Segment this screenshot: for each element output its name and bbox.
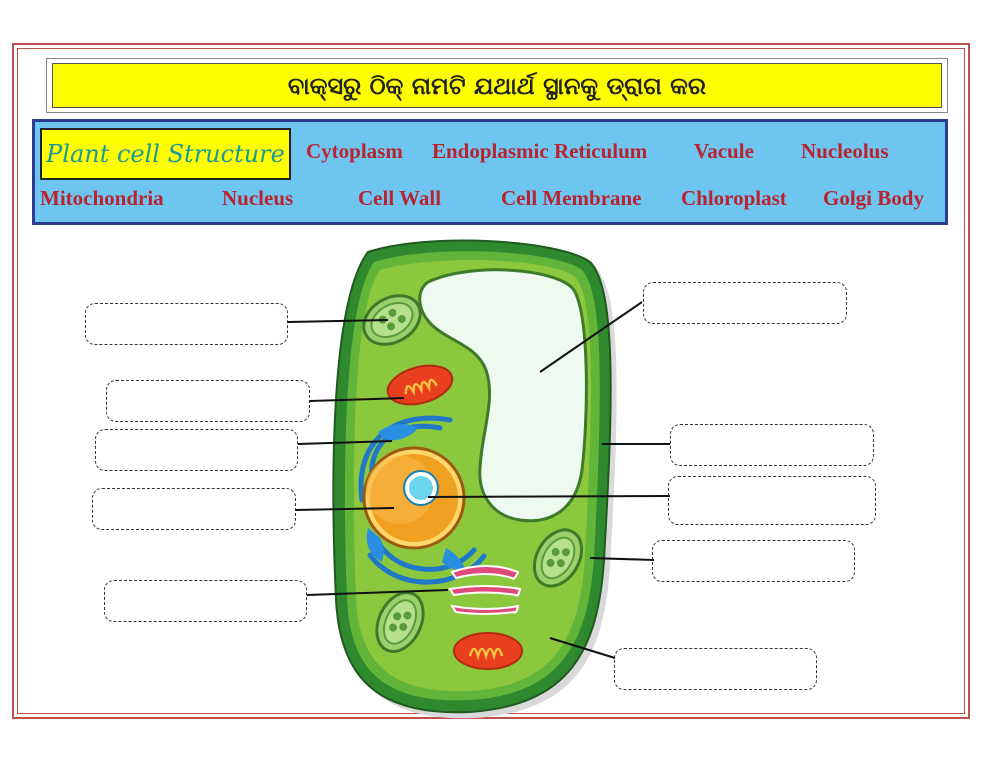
word-chloroplast[interactable]: Chloroplast (681, 186, 787, 210)
drop-zone-9[interactable] (652, 540, 855, 582)
word-vacule[interactable]: Vacule (694, 139, 754, 163)
word-cell-wall[interactable]: Cell Wall (358, 186, 442, 210)
mitochondria-bottom (453, 632, 523, 670)
nucleolus-shape (403, 470, 439, 506)
chloroplast-right (532, 528, 584, 588)
chloroplast-top (362, 294, 422, 346)
chloroplast-bottom (375, 591, 425, 653)
drop-zone-7[interactable] (670, 424, 874, 466)
vacuole-shape (418, 268, 588, 523)
word-cell-membrane[interactable]: Cell Membrane (501, 186, 642, 210)
mitochondria-top (386, 364, 454, 406)
golgi-body-shape (448, 565, 522, 615)
drop-zone-10[interactable] (614, 648, 817, 690)
word-mitochondria[interactable]: Mitochondria (40, 186, 164, 210)
word-bank-heading: Plant cell Structure (40, 128, 291, 180)
drop-zone-4[interactable] (92, 488, 296, 530)
word-cytoplasm[interactable]: Cytoplasm (306, 139, 403, 163)
word-nucleolus[interactable]: Nucleolus (801, 139, 889, 163)
word-nucleus[interactable]: Nucleus (222, 186, 294, 210)
instruction-title: ବାକ୍ସରୁ ଠିକ୍ ନାମଟି ଯଥାର୍ଥ ସ୍ଥାନକୁ ଡ୍ରାଗ … (52, 63, 942, 108)
outer-frame (12, 43, 970, 719)
drop-zone-2[interactable] (106, 380, 310, 422)
word-golgi-body[interactable]: Golgi Body (823, 186, 924, 210)
drop-zone-3[interactable] (95, 429, 298, 471)
drop-zone-8[interactable] (668, 476, 876, 525)
leader-lines (287, 301, 671, 659)
drop-zone-1[interactable] (85, 303, 288, 345)
drop-zone-6[interactable] (643, 282, 847, 324)
er-blue-patches (366, 423, 466, 571)
word-endoplasmic-reticulum[interactable]: Endoplasmic Reticulum (432, 139, 648, 163)
drop-zone-5[interactable] (104, 580, 307, 622)
